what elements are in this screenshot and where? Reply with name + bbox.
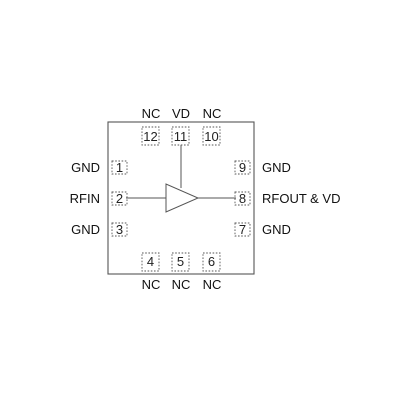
pin-3-label: GND: [71, 222, 100, 237]
pin-2-pad: [111, 191, 128, 206]
pin-11-number: 11: [174, 129, 188, 144]
pin-5-number: 5: [177, 254, 184, 269]
pin-10-label: NC: [203, 106, 222, 121]
pin-9-pad: [234, 160, 251, 175]
pin-8-pad: [234, 191, 251, 206]
pin-11-pad: [171, 126, 190, 146]
pin-8-number: 8: [239, 191, 246, 206]
pin-4-label: NC: [142, 277, 161, 292]
pin-1-label: GND: [71, 160, 100, 175]
pin-5-pad: [171, 252, 190, 272]
pin-10-number: 10: [204, 129, 218, 144]
pin-7-number: 7: [239, 222, 246, 237]
pin-11-label: VD: [172, 106, 190, 121]
amplifier-triangle-icon: [165, 183, 200, 213]
pin-6-label: NC: [203, 277, 222, 292]
pin-2-number: 2: [116, 191, 123, 206]
pin-10-pad: [202, 126, 221, 146]
pin-12-number: 12: [143, 129, 157, 144]
pin-9-label: GND: [262, 160, 291, 175]
package-outline: [107, 121, 255, 275]
pin-4-pad: [141, 252, 160, 272]
pin-3-number: 3: [116, 222, 123, 237]
pin-3-pad: [111, 222, 128, 237]
pin-6-pad: [202, 252, 221, 272]
pin-5-label: NC: [172, 277, 191, 292]
pin-7-pad: [234, 222, 251, 237]
pin-2-label: RFIN: [70, 191, 100, 206]
pin-8-label: RFOUT & VD: [262, 191, 341, 206]
pin-9-number: 9: [239, 160, 246, 175]
pin-1-pad: [111, 160, 128, 175]
pin-6-number: 6: [208, 254, 215, 269]
pin-1-number: 1: [116, 160, 123, 175]
pin-12-label: NC: [142, 106, 161, 121]
pin-7-label: GND: [262, 222, 291, 237]
pin-12-pad: [141, 126, 160, 146]
pin-4-number: 4: [147, 254, 154, 269]
